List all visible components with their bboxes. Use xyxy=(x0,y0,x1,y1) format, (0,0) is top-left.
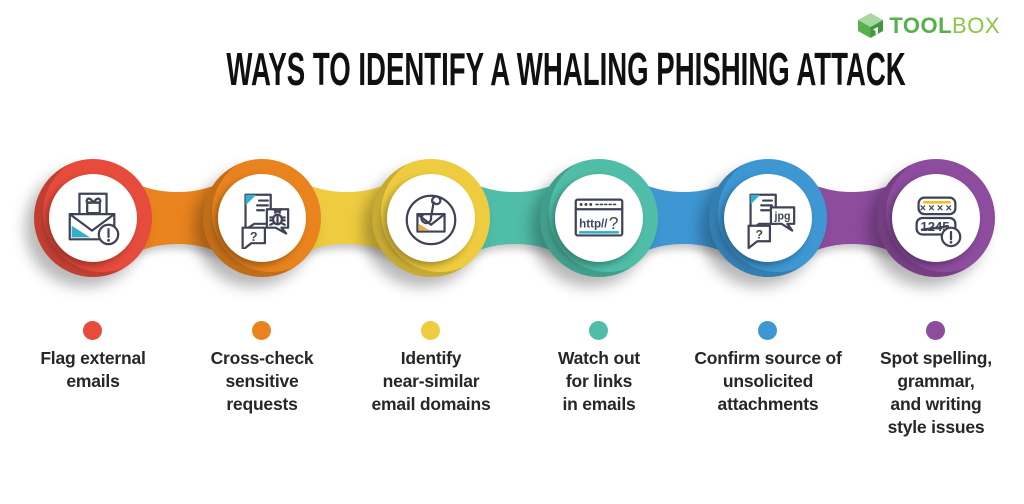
gift-bow xyxy=(85,197,102,204)
jpg-label: jpg xyxy=(774,210,791,222)
step-inner-circle-1 xyxy=(49,174,137,262)
document-bubble xyxy=(749,193,777,231)
step-inner-circle-2: ? xyxy=(218,174,306,262)
bug-legs xyxy=(269,208,286,226)
logo-text-tool: TOOL xyxy=(889,12,953,38)
chain-connectors xyxy=(93,176,936,260)
step-circle-2: ? xyxy=(203,159,321,277)
question-mark: ? xyxy=(609,213,619,233)
title-container: WAYS TO IDENTIFY A WHALING PHISHING ATTA… xyxy=(0,44,1024,94)
browser-dot xyxy=(589,202,593,206)
document-teal-corner xyxy=(750,194,761,205)
envelope-orange-corner xyxy=(418,223,430,231)
document-lines xyxy=(256,199,269,212)
browser-dot xyxy=(584,202,588,206)
strikethrough-line xyxy=(920,225,950,231)
email-phishing-hook-icon xyxy=(405,194,457,246)
step-dot-5 xyxy=(758,321,777,340)
envelope-flap xyxy=(68,213,116,232)
logo-text-box: BOX xyxy=(952,12,1000,38)
browser-dot xyxy=(579,202,583,206)
password-typo-alert-icon: ×××× 1245 xyxy=(915,196,962,248)
toolbox-cube-icon xyxy=(858,13,884,38)
step-dot-2 xyxy=(252,321,271,340)
question-bubble xyxy=(241,226,267,249)
step-inner-circle-5: jpg ? xyxy=(724,174,812,262)
chat-question-bug-icon: ? xyxy=(241,193,290,249)
outer-circle xyxy=(405,194,457,246)
chat-jpg-attachment-icon: jpg ? xyxy=(747,193,796,249)
step-inner-circle-6: ×××× 1245 xyxy=(892,174,980,262)
question-mark: ? xyxy=(250,230,258,244)
email-gift-alert-icon xyxy=(68,192,120,246)
exclamation-dot xyxy=(949,241,953,244)
document-teal-corner xyxy=(245,194,257,206)
teal-underline xyxy=(579,231,619,234)
step-label-4: Watch out for links in emails xyxy=(557,348,641,414)
step-circle-6: ×××× 1245 xyxy=(877,159,995,277)
http-text: http// xyxy=(579,218,608,231)
logo-wordmark: TOOLBOX xyxy=(889,13,1000,39)
step-label-2: Cross-check sensitive requests xyxy=(210,348,314,414)
browser-http-link-icon: http// ? xyxy=(574,198,624,237)
jpg-bubble xyxy=(769,206,796,232)
yellow-bar xyxy=(922,201,952,204)
step-circle-4: http// ? xyxy=(540,159,658,277)
envelope-teal-corner xyxy=(71,225,91,238)
page-title: WAYS TO IDENTIFY A WHALING PHISHING ATTA… xyxy=(226,43,906,95)
step-label-5: Confirm source of unsolicited attachment… xyxy=(694,348,842,414)
step-label-1: Flag external emails xyxy=(40,348,146,391)
step-dot-4 xyxy=(589,321,608,340)
step-inner-circle-3 xyxy=(387,174,475,262)
step-dot-3 xyxy=(421,321,440,340)
numbers-text: 1245 xyxy=(921,219,950,234)
step-dot-6 xyxy=(926,321,945,340)
step-inner-circle-4: http// ? xyxy=(555,174,643,262)
process-chain: ? http// ? xyxy=(0,155,1024,285)
toolbox-logo: TOOLBOX xyxy=(857,12,1000,39)
step-label-6: Spot spelling, grammar, and writing styl… xyxy=(880,348,992,437)
fishing-hook xyxy=(420,195,442,225)
step-dot-1 xyxy=(83,321,102,340)
exclamation-dot xyxy=(107,238,110,242)
step-circle-3 xyxy=(372,159,490,277)
document-lines xyxy=(760,199,773,212)
masked-password-text: ×××× xyxy=(920,203,955,215)
step-circle-1 xyxy=(34,159,152,277)
step-circle-5: jpg ? xyxy=(709,159,827,277)
question-bubble xyxy=(747,224,772,249)
question-mark: ? xyxy=(756,227,763,241)
document-bubble xyxy=(244,193,272,231)
step-label-3: Identify near-similar email domains xyxy=(371,348,491,414)
